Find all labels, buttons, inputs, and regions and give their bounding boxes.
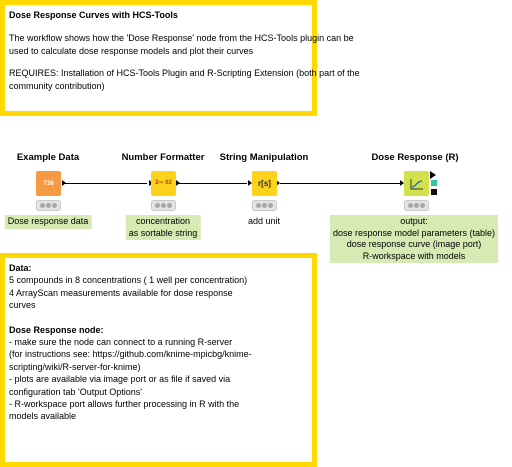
node-icon-text: 2⇨ 02	[155, 180, 172, 186]
annotation-text-line: - make sure the node can connect to a ru…	[9, 337, 233, 348]
node-label-line: add unit	[247, 216, 281, 226]
annotation-text-line: community contribution)	[9, 80, 105, 91]
connection-line[interactable]	[280, 183, 403, 184]
node-status-traffic-light	[252, 200, 277, 211]
annotation-text-line: configuration tab 'Output Options'	[9, 386, 143, 397]
node-title-example-data: Example Data	[16, 152, 80, 163]
annotation-text-line: - R-workspace port allows further proces…	[9, 399, 240, 410]
node-title-number-formatter: Number Formatter	[121, 152, 205, 163]
annotation-text-line: models available	[9, 411, 77, 422]
workflow-description-annotation[interactable]: Dose Response Curves with HCS-Tools The …	[0, 0, 360, 116]
node-heading: Dose Response node:	[9, 324, 104, 335]
output-port-icon[interactable]	[62, 180, 66, 186]
status-dot	[45, 203, 51, 208]
node-icon-text: r[s]	[258, 179, 271, 188]
annotation-text-line: - plots are available via image port or …	[9, 374, 231, 385]
annotation-text-line: (for instructions see: https://github.co…	[9, 349, 252, 360]
status-dot	[407, 203, 413, 208]
node-status-traffic-light	[404, 200, 429, 211]
node-label-line: dose response curve (image port)	[346, 239, 482, 249]
number-formatter-node-icon[interactable]: 2⇨ 02	[151, 171, 176, 196]
node-title-string-manipulation: String Manipulation	[219, 152, 309, 163]
status-dot	[268, 203, 274, 208]
dose-response-node-icon[interactable]	[404, 171, 429, 196]
table-reader-node-icon[interactable]: T36	[36, 171, 61, 196]
node-title-dose-response: Dose Response (R)	[371, 152, 459, 163]
input-port-icon[interactable]	[248, 180, 252, 186]
data-heading: Data:	[9, 263, 32, 273]
annotation-title: Dose Response Curves with HCS-Tools	[9, 10, 178, 20]
status-dot	[413, 203, 419, 208]
node-status-traffic-light	[151, 200, 176, 211]
node-label-dose-response[interactable]: output: dose response model parameters (…	[329, 215, 499, 263]
table-output-port-icon[interactable]	[430, 171, 436, 179]
annotation-text-line: 5 compounds in 8 concentrations ( 1 well…	[9, 275, 248, 286]
connection-line[interactable]	[178, 183, 247, 184]
annotation-text-line: REQUIRES: Installation of HCS-Tools Plug…	[9, 68, 360, 79]
output-port-icon[interactable]	[176, 180, 180, 186]
curve-icon	[410, 178, 423, 189]
node-status-traffic-light	[36, 200, 61, 211]
status-dot	[420, 203, 426, 208]
annotation-text-line: The workflow shows how the 'Dose Respons…	[9, 33, 354, 44]
node-label-line: R-workspace with models	[362, 250, 466, 261]
image-output-port-icon[interactable]	[431, 180, 437, 186]
annotation-text-line: 4 ArrayScan measurements available for d…	[9, 287, 233, 298]
annotation-text-line: used to calculate dose response models a…	[9, 45, 254, 56]
annotation-text-line: curves	[9, 300, 36, 311]
node-label-string-manipulation[interactable]: add unit	[245, 215, 283, 229]
node-label-example-data[interactable]: Dose response data	[4, 215, 92, 229]
status-dot	[160, 203, 166, 208]
r-workspace-output-port-icon[interactable]	[431, 189, 437, 195]
dataset-notes-annotation[interactable]: Data: 5 compounds in 8 concentrations ( …	[0, 253, 317, 467]
node-label-line: concentration	[135, 216, 191, 226]
node-label-line: output:	[400, 216, 428, 226]
status-dot	[255, 203, 261, 208]
node-label-line: Dose response data	[7, 216, 89, 226]
annotation-text-line: scripting/wiki/R-server-for-knime)	[9, 361, 141, 372]
node-label-line: as sortable string	[128, 227, 198, 238]
status-dot	[167, 203, 173, 208]
status-dot	[52, 203, 58, 208]
status-dot	[154, 203, 160, 208]
node-label-number-formatter[interactable]: concentration as sortable string	[125, 215, 201, 240]
node-label-line: dose response model parameters (table)	[332, 227, 496, 238]
input-port-icon[interactable]	[400, 180, 404, 186]
connection-line[interactable]	[62, 183, 147, 184]
node-icon-text: T36	[43, 180, 54, 187]
status-dot	[39, 203, 45, 208]
output-port-icon[interactable]	[276, 180, 280, 186]
status-dot	[261, 203, 267, 208]
string-manipulation-node-icon[interactable]: r[s]	[252, 171, 277, 196]
